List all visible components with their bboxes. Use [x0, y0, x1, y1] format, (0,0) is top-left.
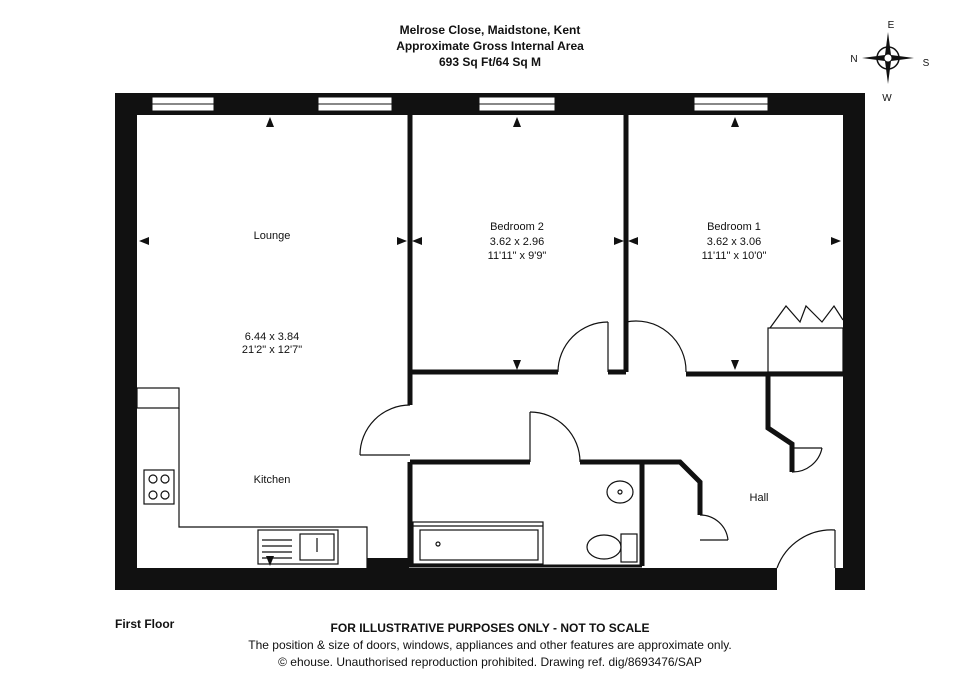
doors — [359, 320, 836, 569]
compass-west: W — [882, 93, 892, 104]
bedroom2-imperial: 11'11" x 9'9" — [488, 250, 547, 262]
copyright-note: © ehouse. Unauthorised reproduction proh… — [278, 655, 702, 669]
plan-address: Melrose Close, Maidstone, Kent — [399, 23, 581, 37]
lounge-name: Lounge — [254, 230, 291, 242]
compass-east: E — [888, 20, 895, 31]
kitchen-units — [136, 387, 368, 568]
compass-south: S — [923, 58, 930, 69]
wardrobe — [767, 304, 844, 373]
bedroom1-imperial: 11'11" x 10'0" — [702, 250, 767, 262]
windows — [151, 96, 769, 112]
bedroom1-name: Bedroom 1 — [707, 221, 761, 233]
area-title: Approximate Gross Internal Area — [396, 39, 584, 53]
dimension-arrows — [139, 117, 841, 566]
floor-label: First Floor — [115, 617, 175, 631]
outer-walls — [115, 93, 865, 590]
bathroom-fixtures — [412, 480, 638, 565]
interior-walls — [407, 115, 843, 568]
bedroom2-metric: 3.62 x 2.96 — [490, 236, 544, 248]
hall-name: Hall — [750, 492, 769, 504]
compass-icon: E N S W — [850, 20, 929, 104]
compass-north: N — [850, 54, 857, 65]
bedroom2-name: Bedroom 2 — [490, 221, 544, 233]
disclaimer: FOR ILLUSTRATIVE PURPOSES ONLY - NOT TO … — [330, 621, 650, 635]
approximation-note: The position & size of doors, windows, a… — [248, 638, 732, 652]
lounge-metric: 6.44 x 3.84 — [245, 331, 299, 343]
kitchen-name: Kitchen — [254, 474, 291, 486]
bedroom1-metric: 3.62 x 3.06 — [707, 236, 761, 248]
lounge-imperial: 21'2" x 12'7" — [242, 344, 302, 356]
area-value: 693 Sq Ft/64 Sq M — [438, 55, 542, 69]
